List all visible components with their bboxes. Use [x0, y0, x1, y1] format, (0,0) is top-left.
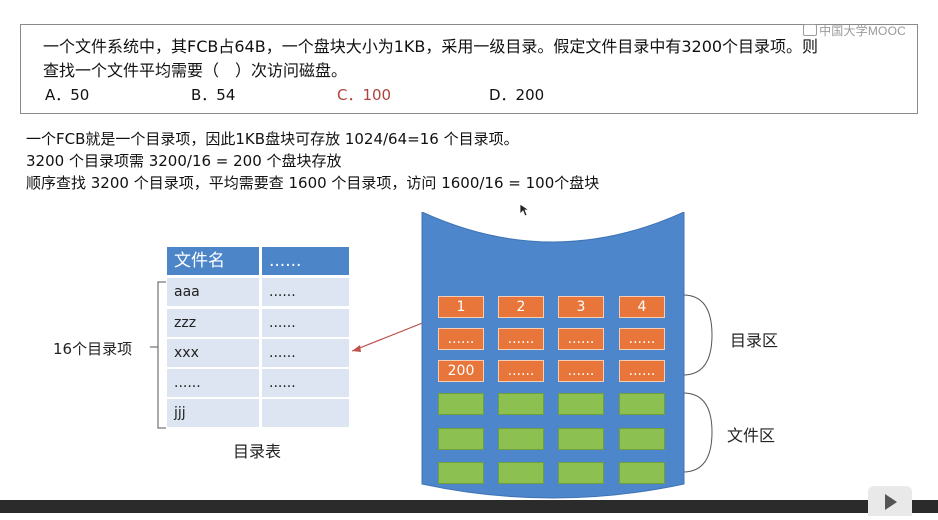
file-block	[438, 462, 484, 484]
file-block	[558, 393, 604, 415]
table-bracket	[157, 281, 166, 429]
explanation-line-1: 一个FCB就是一个目录项，因此1KB盘块可存放 1024/64=16 个目录项。	[26, 130, 519, 148]
dir-block: ......	[619, 360, 665, 382]
row-filename: xxx	[167, 339, 259, 367]
file-block	[558, 462, 604, 484]
file-block	[619, 393, 665, 415]
dir-area-bracket	[682, 294, 713, 376]
option-a: A．50	[45, 86, 90, 104]
dir-block: 200	[438, 360, 484, 382]
file-block	[619, 428, 665, 450]
row-other: ......	[262, 278, 349, 306]
dir-block: ......	[498, 360, 544, 382]
file-block	[438, 428, 484, 450]
dir-block: ......	[438, 328, 484, 350]
question-line-1: 一个文件系统中，其FCB占64B，一个盘块大小为1KB，采用一级目录。假定文件目…	[43, 37, 819, 56]
mooc-logo-text: 中国大学MOOC	[819, 24, 906, 38]
dir-block: ......	[619, 328, 665, 350]
video-control-bar[interactable]	[0, 500, 938, 513]
entry-count-label: 16个目录项	[53, 340, 133, 358]
question-box: 一个文件系统中，其FCB占64B，一个盘块大小为1KB，采用一级目录。假定文件目…	[20, 24, 918, 114]
header-filename: 文件名	[167, 247, 259, 275]
dir-table-caption: 目录表	[233, 442, 282, 461]
file-block	[498, 393, 544, 415]
file-area-bracket	[682, 392, 713, 473]
option-d: D．200	[489, 86, 545, 104]
row-other: ......	[262, 309, 349, 337]
option-c: C．100	[337, 86, 392, 104]
mooc-logo: 中国大学MOOC	[803, 22, 906, 39]
header-other: ......	[262, 247, 349, 275]
mooc-logo-icon	[803, 24, 818, 36]
dir-block: ......	[498, 328, 544, 350]
dir-block: 2	[498, 296, 544, 318]
dir-block: 4	[619, 296, 665, 318]
question-text: 一个文件系统中，其FCB占64B，一个盘块大小为1KB，采用一级目录。假定文件目…	[43, 35, 913, 83]
disk-cylinder	[421, 212, 685, 499]
dir-area-label: 目录区	[730, 331, 779, 350]
option-b: B．54	[191, 86, 236, 104]
question-line-2: 查找一个文件平均需要（ ）次访问磁盘。	[43, 61, 348, 80]
row-filename: zzz	[167, 309, 259, 337]
play-button[interactable]	[868, 486, 912, 516]
dir-block: 1	[438, 296, 484, 318]
row-other: ......	[262, 339, 349, 367]
file-block	[498, 428, 544, 450]
row-other	[262, 399, 349, 427]
explanation-line-2: 3200 个目录项需 3200/16 = 200 个盘块存放	[26, 152, 342, 170]
dir-block: 3	[558, 296, 604, 318]
file-block	[558, 428, 604, 450]
row-filename: ......	[167, 369, 259, 397]
row-filename: aaa	[167, 278, 259, 306]
play-icon	[885, 494, 897, 510]
file-area-label: 文件区	[727, 426, 776, 445]
dir-block: ......	[558, 360, 604, 382]
row-other: ......	[262, 369, 349, 397]
mouse-cursor-icon	[519, 203, 531, 217]
file-block	[438, 393, 484, 415]
dir-block: ......	[558, 328, 604, 350]
file-block	[498, 462, 544, 484]
row-filename: jjj	[167, 399, 259, 427]
explanation-line-3: 顺序查找 3200 个目录项，平均需要查 1600 个目录项，访问 1600/1…	[26, 174, 600, 192]
file-block	[619, 462, 665, 484]
